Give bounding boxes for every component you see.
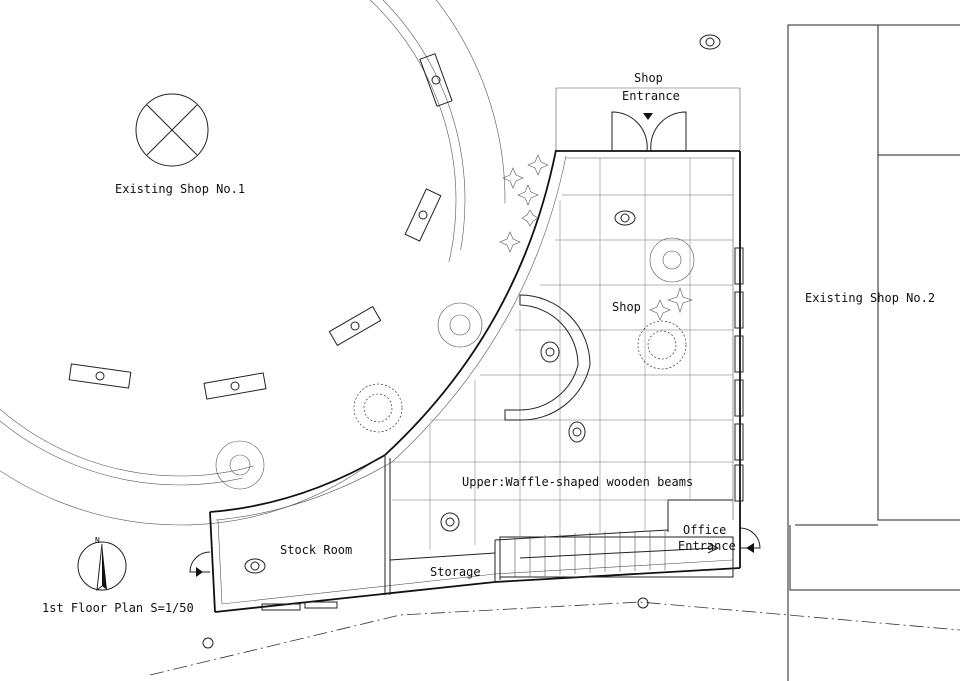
office-arrow-icon bbox=[746, 543, 754, 553]
storage-label: Storage bbox=[430, 565, 481, 579]
office-entrance-label-1: Office bbox=[683, 523, 726, 537]
north-arrow: N bbox=[77, 536, 127, 592]
shop-entrance-doors bbox=[555, 87, 741, 152]
building-outline bbox=[209, 149, 744, 613]
existing-shop-1: Existing Shop No.1 bbox=[0, 0, 506, 526]
staircase bbox=[499, 531, 734, 578]
office-entrance-door bbox=[739, 527, 761, 553]
curved-counter bbox=[504, 294, 591, 421]
north-label: N bbox=[95, 536, 100, 545]
waffle-beam-grid bbox=[392, 158, 733, 550]
office-entrance-label-2: Entrance bbox=[678, 539, 736, 553]
existing-shop-2-label: Existing Shop No.2 bbox=[805, 291, 935, 305]
shop-label: Shop bbox=[612, 300, 641, 314]
existing-shop-1-label: Existing Shop No.1 bbox=[115, 182, 245, 196]
shop-entrance-label-1: Shop bbox=[634, 71, 663, 85]
entrance-arrow-icon bbox=[643, 113, 653, 120]
site-boundary bbox=[149, 597, 960, 676]
stock-arrow-icon bbox=[196, 567, 203, 577]
existing-shop-2: Existing Shop No.2 bbox=[787, 24, 960, 681]
stock-room-door bbox=[189, 551, 211, 577]
shop-entrance-label-2: Entrance bbox=[622, 89, 680, 103]
floor-plan-title: 1st Floor Plan S=1/50 bbox=[42, 601, 194, 615]
people-figures bbox=[244, 34, 721, 574]
stock-room-label: Stock Room bbox=[280, 543, 352, 557]
upper-beams-label: Upper:Waffle-shaped wooden beams bbox=[462, 475, 693, 489]
plants bbox=[215, 154, 695, 490]
